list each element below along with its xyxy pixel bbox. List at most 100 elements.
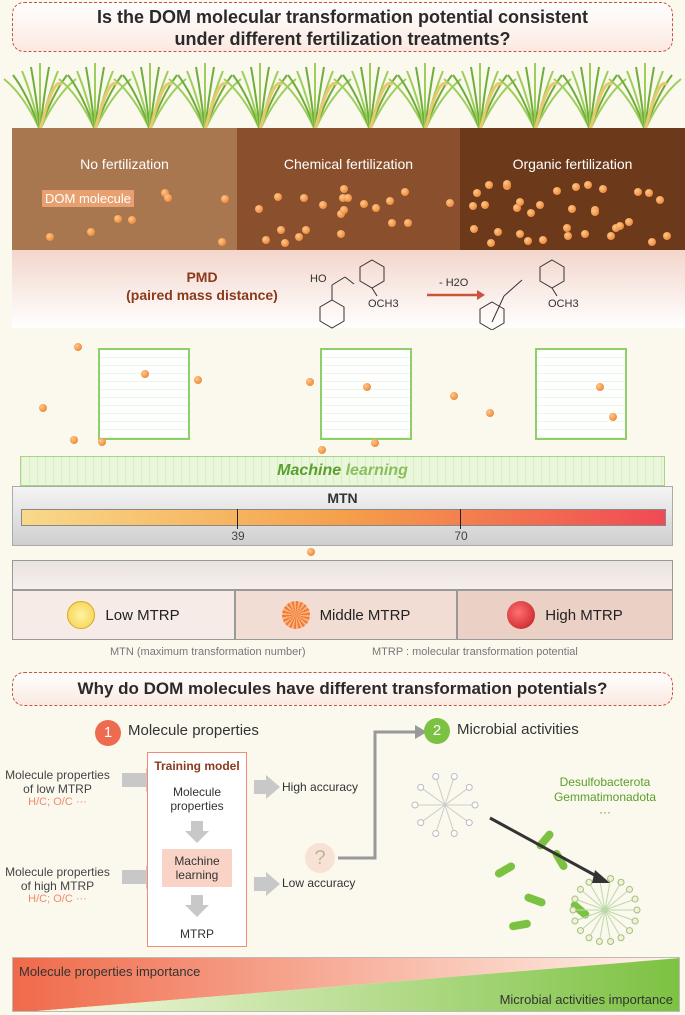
arrow-icon [266, 872, 280, 896]
dom-molecule-dot [606, 232, 615, 241]
network-low [98, 348, 190, 440]
dom-molecule-dot [261, 235, 270, 244]
dom-molecule-dot [486, 239, 495, 248]
dom-molecule-dot [317, 446, 326, 455]
importance-gradient: Molecule properties importance Microbial… [12, 957, 680, 1012]
dom-molecule-dot [217, 238, 226, 247]
dom-molecule-dot [45, 233, 54, 242]
molecule-importance-wedge [13, 958, 679, 1011]
dom-molecule-dot [70, 436, 79, 445]
dom-molecule-dot [568, 204, 577, 213]
mtrp-middle: Middle MTRP [235, 590, 457, 640]
svg-text:HO: HO [310, 273, 327, 285]
middle-mtrp-sphere-icon [281, 601, 310, 629]
dom-molecule-dot [535, 201, 544, 210]
dom-molecule-dot [343, 194, 352, 203]
dom-molecule-dot [562, 224, 571, 233]
dom-molecule-dot [141, 369, 150, 378]
dom-molecule-dot [584, 181, 593, 190]
dom-molecule-dot [370, 439, 379, 448]
input-low-mtrp: Molecule properties of low MTRP H/C; O/C… [5, 768, 110, 808]
svg-text:OCH3: OCH3 [368, 298, 399, 310]
svg-text:- H2O: - H2O [439, 277, 469, 289]
dom-molecule-dot [513, 203, 522, 212]
dom-molecule-dot [612, 224, 621, 233]
network-middle [320, 348, 412, 440]
dom-molecule-dot [404, 219, 413, 228]
dom-molecule-dot [571, 183, 580, 192]
dom-molecule-dot [371, 204, 380, 213]
dom-molecule-dot [273, 193, 282, 202]
dom-molecule-dot [634, 188, 643, 197]
input-high-mtrp: Molecule properties of high MTRP H/C; O/… [5, 865, 110, 905]
low-mtrp-sphere-icon [67, 601, 96, 629]
dom-molecule-dot [221, 195, 230, 204]
dom-molecule-dot [516, 197, 525, 206]
dom-molecule-dot [318, 201, 327, 209]
dom-molecule-dot [113, 215, 122, 224]
dom-molecule-dot [339, 185, 348, 194]
dom-molecule-dot [450, 392, 459, 401]
dom-molecule-dot [39, 404, 48, 413]
dom-molecule-dot [616, 221, 625, 230]
dom-molecule-dot [516, 229, 525, 238]
question-title-1: Is the DOM molecular transformation pote… [12, 2, 673, 52]
dom-molecule-dot [386, 196, 395, 205]
machine-learning-platform: Machine learning [20, 456, 665, 486]
connector-arrow [338, 725, 427, 860]
dom-molecule-dot [656, 195, 665, 204]
dom-molecule-dot [526, 209, 535, 218]
microbial-taxa: Desulfobacterota Gemmatimonadota ··· [553, 775, 657, 819]
dom-molecule-dot [255, 204, 263, 213]
dom-molecule-dot [86, 227, 95, 236]
dom-molecule-dot [580, 229, 589, 238]
dom-molecule-dot [300, 194, 309, 203]
microbial-transformation-illustration [411, 772, 641, 946]
dom-molecule-dot [648, 238, 657, 247]
mtrp-bins-top [12, 560, 673, 590]
dom-molecule-dot [445, 199, 454, 208]
step-1-badge: 1 [95, 720, 121, 746]
dom-molecule-dot [595, 382, 604, 391]
svg-text:OCH3: OCH3 [548, 298, 579, 310]
dom-molecule-dot [98, 438, 107, 447]
dom-molecule-dot [401, 187, 410, 196]
dom-molecule-dot [337, 209, 346, 218]
training-model-box: Training model Molecule properties Machi… [147, 752, 247, 947]
dom-molecule-dot [563, 232, 572, 241]
dom-molecule-dot [161, 189, 170, 198]
dom-molecule-dot [469, 201, 478, 210]
mtn-tick-39 [237, 509, 238, 529]
dom-molecule-dot [524, 237, 532, 246]
arrow-down-icon [185, 905, 209, 917]
rice-plants-illustration [3, 63, 682, 131]
dom-molecule-dot [538, 235, 547, 244]
arrow-icon [122, 773, 146, 787]
dom-molecule-dot [363, 383, 372, 392]
dom-molecule-dot [552, 186, 561, 195]
mtn-gradient-bar [21, 509, 666, 526]
mtn-panel: MTN 39 70 [12, 486, 673, 546]
dom-molecule-dot [662, 231, 671, 240]
arrow-icon [266, 775, 280, 799]
arrow-icon [122, 870, 146, 884]
question-title-2: Why do DOM molecules have different tran… [12, 672, 673, 706]
dom-molecule-dot [387, 218, 396, 227]
dom-molecule-dot [338, 193, 347, 202]
dom-molecule-dot [337, 230, 346, 239]
dom-molecule-dot [280, 239, 289, 248]
dom-molecule-dot [502, 180, 511, 189]
dom-molecule-dot [469, 225, 478, 234]
mtrp-high: High MTRP [457, 590, 673, 640]
mtrp-low: Low MTRP [12, 590, 235, 640]
dom-molecule-dot [485, 181, 494, 190]
dom-molecule-dot [473, 189, 482, 198]
soil-chemical-fertilization: Chemical fertilization [237, 128, 460, 250]
step-2-badge: 2 [424, 718, 450, 744]
question-mark-icon: ? [305, 843, 335, 873]
dom-molecule-dot [494, 227, 503, 236]
network-high [535, 348, 627, 440]
arrow-down-icon [185, 831, 209, 843]
dom-molecule-dot [194, 376, 203, 385]
dom-molecule-dot [305, 378, 314, 387]
